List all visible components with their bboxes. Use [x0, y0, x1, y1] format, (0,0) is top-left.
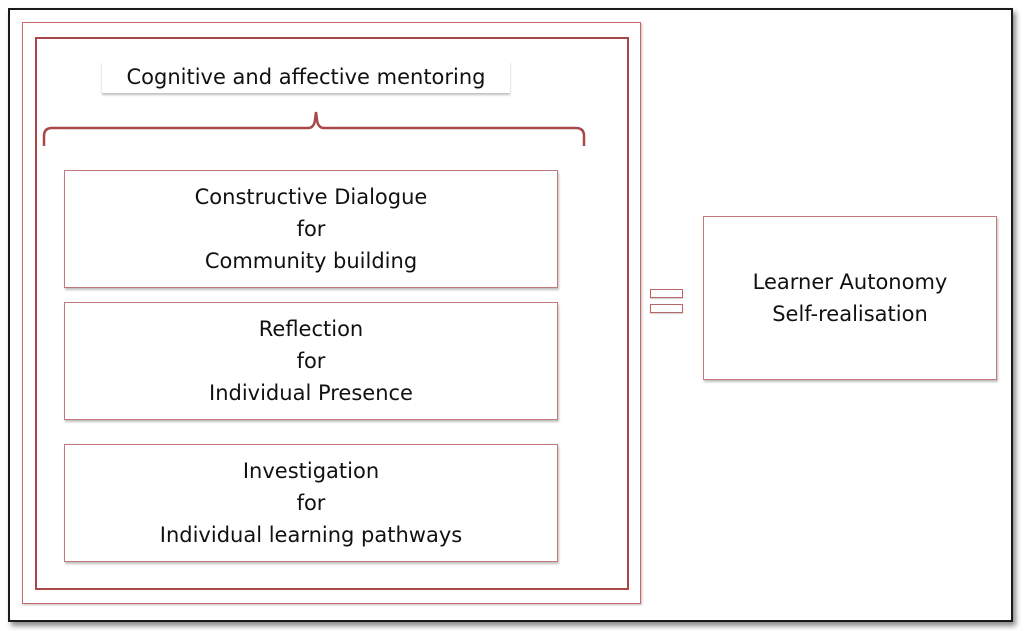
component-connector: for	[296, 217, 326, 241]
component-connector: for	[296, 349, 326, 373]
component-box-investigation: Investigation for Individual learning pa…	[64, 444, 558, 562]
component-title: Reflection	[258, 317, 364, 341]
curly-brace	[42, 111, 586, 146]
mentoring-outer-box	[22, 22, 641, 604]
result-line-2: Self-realisation	[772, 302, 928, 326]
component-box-reflection: Reflection for Individual Presence	[64, 302, 558, 420]
component-purpose: Individual Presence	[209, 381, 413, 405]
component-box-dialogue: Constructive Dialogue for Community buil…	[64, 170, 558, 288]
component-purpose: Community building	[204, 249, 418, 273]
equals-sign-bottom-bar	[650, 304, 683, 313]
component-purpose: Individual learning pathways	[159, 523, 463, 547]
mentoring-inner-box	[35, 37, 629, 590]
result-line-1: Learner Autonomy	[752, 270, 948, 294]
mentoring-label: Cognitive and affective mentoring	[102, 61, 510, 93]
component-title: Investigation	[242, 459, 380, 483]
result-box: Learner Autonomy Self-realisation	[703, 216, 997, 380]
component-connector: for	[296, 491, 326, 515]
component-title: Constructive Dialogue	[194, 185, 428, 209]
equals-sign-top-bar	[650, 289, 683, 298]
